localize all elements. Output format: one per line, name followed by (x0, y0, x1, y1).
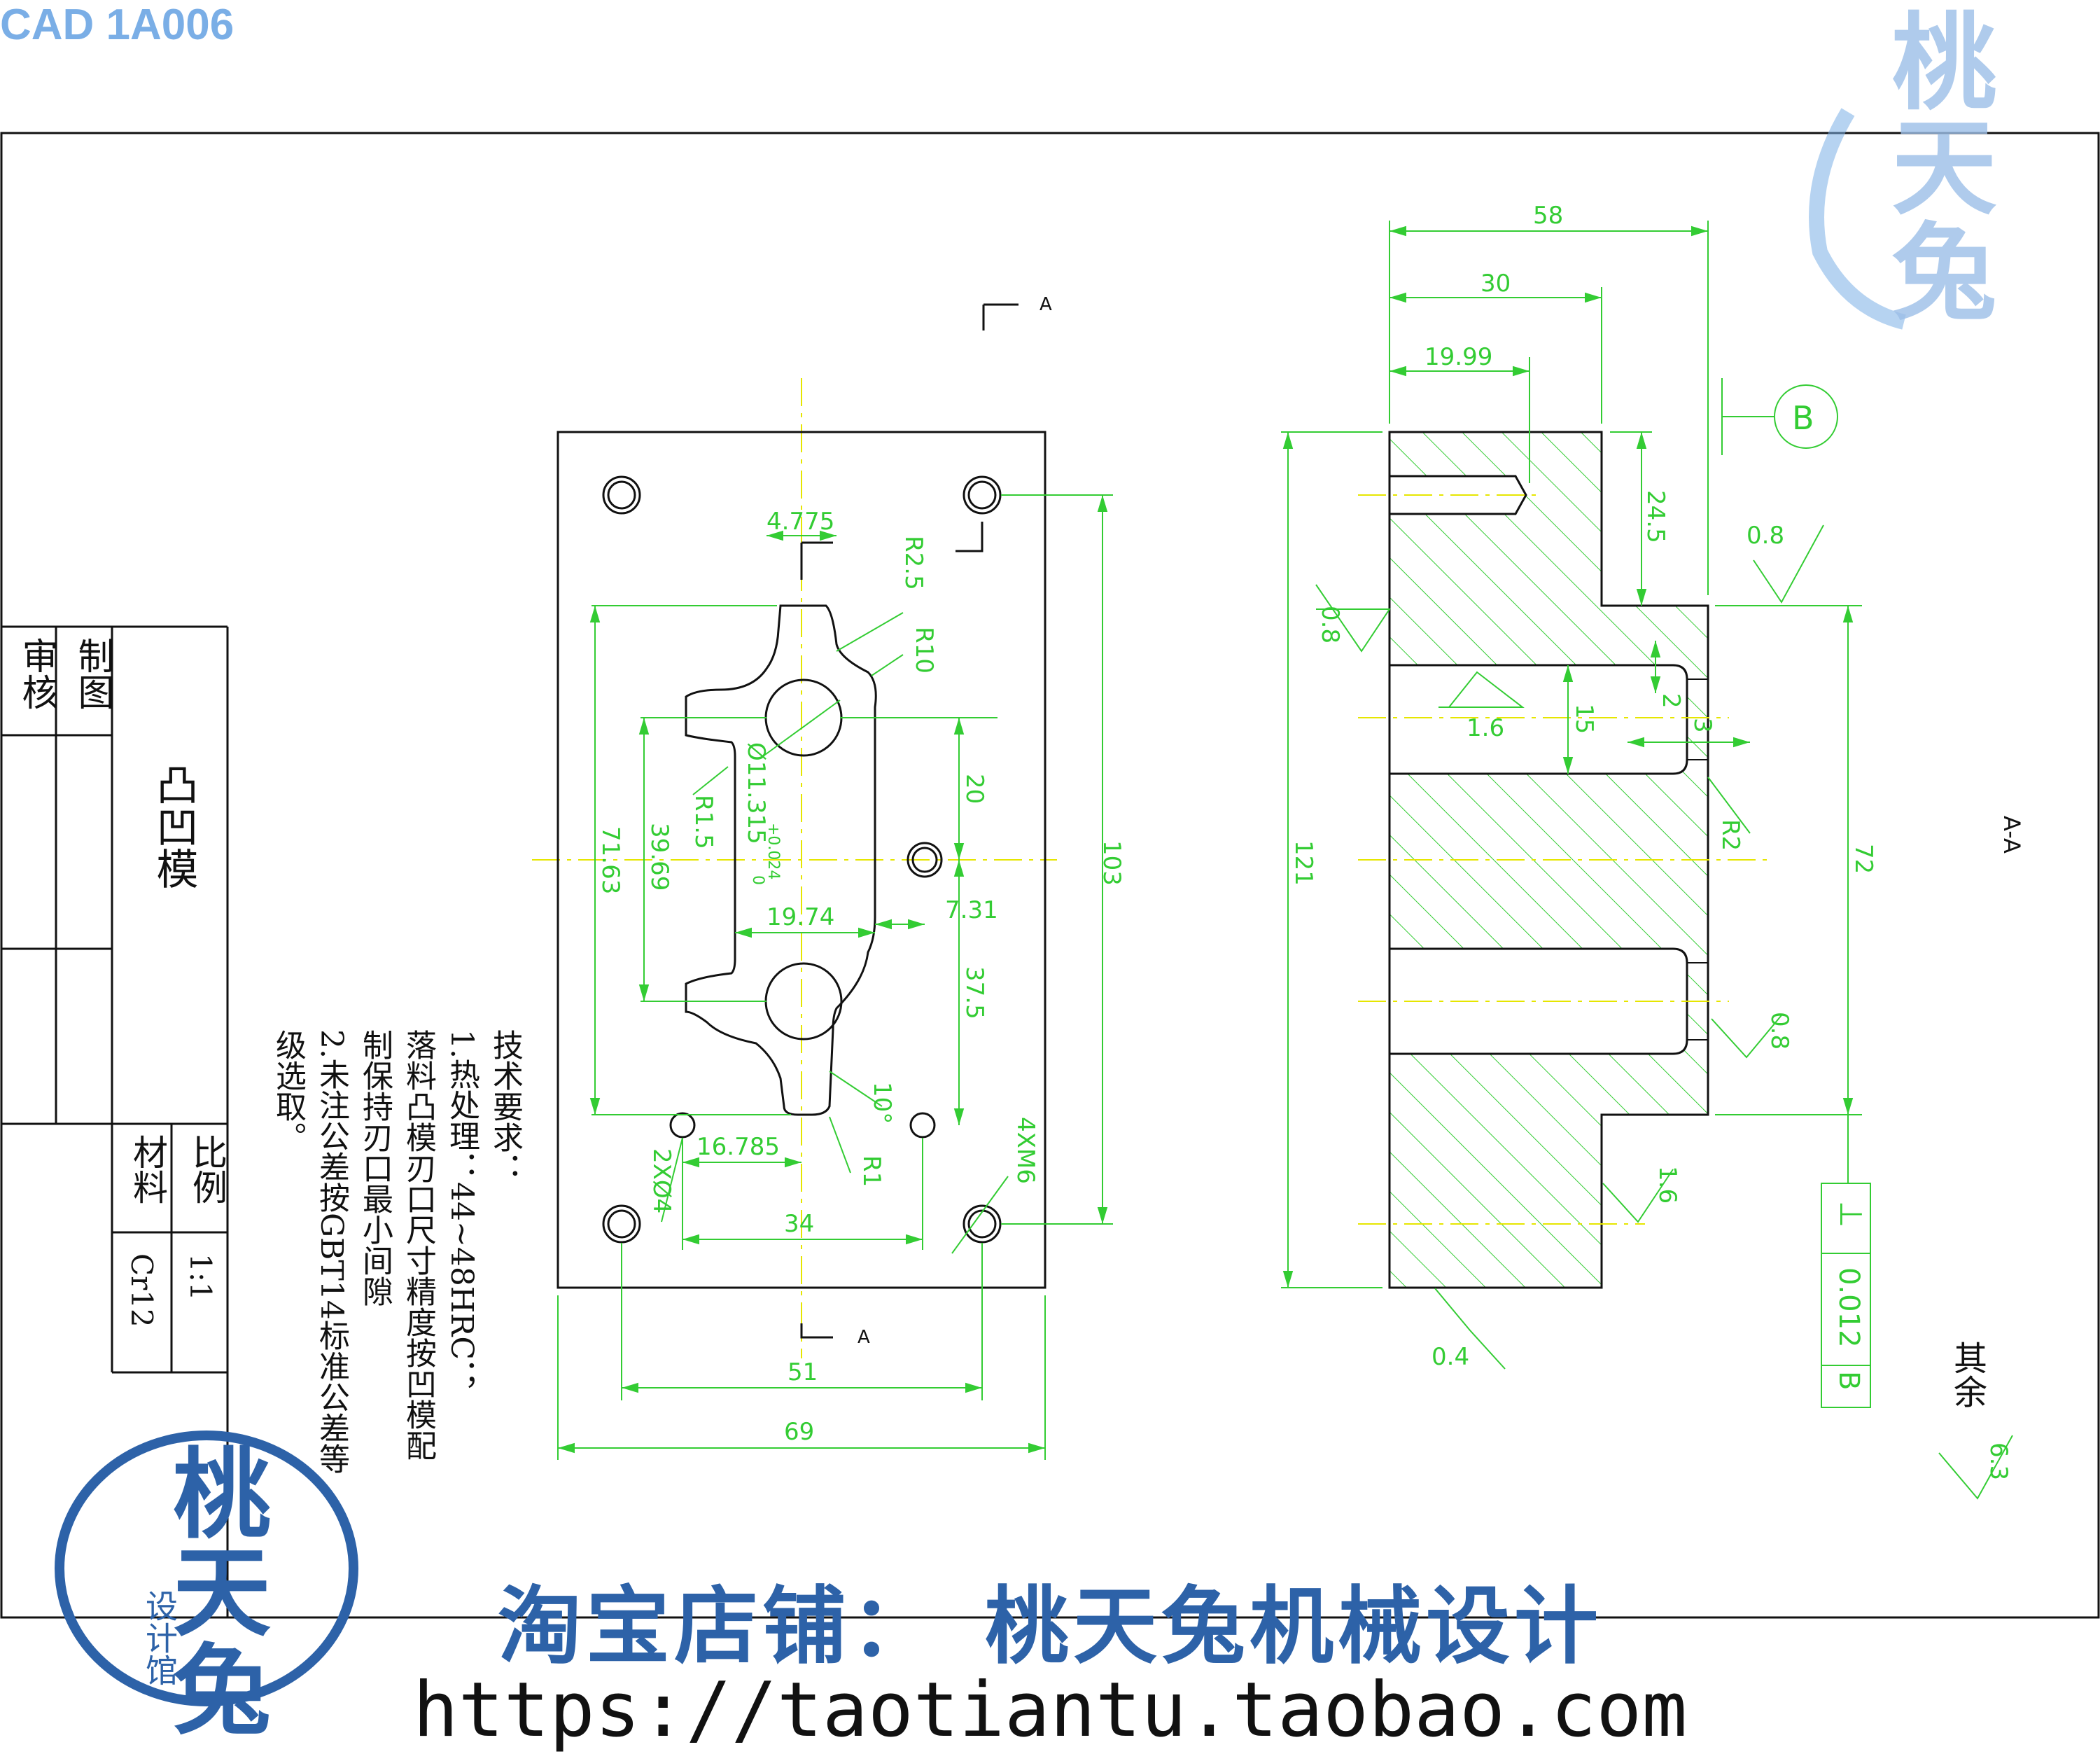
tech-req-line: 制保持刃口最小间隙 (357, 1029, 393, 1307)
dim-boss-offset: 7.31 (945, 896, 998, 924)
dim-offset-x: 16.785 (696, 1133, 780, 1161)
seal-bottom-left (55, 1431, 358, 1706)
watermark-top-right (1809, 108, 1906, 330)
tech-req-line: 落料凸模刃口尺寸精度按凹模配 (400, 1029, 436, 1461)
dim-inner-width: 19.74 (766, 903, 835, 931)
dim-hole-tol-low: 0 (749, 875, 766, 885)
tech-req-line: 级选取。 (270, 1029, 306, 1153)
dim-slot-width: 4.775 (766, 508, 835, 536)
datum-b: B (1792, 399, 1814, 437)
roughness-value: 0.8 (1316, 606, 1344, 644)
section-marker-top: A (1040, 294, 1052, 315)
watermark-text: 桃天兔 (1874, 7, 1997, 322)
title-part-name: 凸凹模 (149, 763, 198, 889)
dim-2: 2 (1657, 693, 1685, 709)
technical-requirements: 技术要求： 1.热处理：44~48HRC； 落料凸模刃口尺寸精度按凹模配 制保持… (266, 1029, 526, 1547)
dim-bore-15: 15 (1570, 704, 1598, 735)
title-material-value: Cr12 (125, 1253, 159, 1328)
dim-pitch-37-5: 37.5 (960, 966, 988, 1019)
roughness-value: 0.8 (1746, 522, 1785, 550)
dim-pin-holes: 2XØ4 (648, 1148, 676, 1214)
shop-url: https://taotiantu.taobao.com (412, 1666, 1688, 1754)
title-checked-label: 审核 (15, 637, 57, 710)
dim-angle: 10° (868, 1082, 896, 1125)
section-marker-bottom: A (858, 1327, 870, 1348)
sheet-border (0, 132, 2100, 1619)
dim-radius-r2-5: R2.5 (899, 536, 927, 590)
title-block (1, 625, 229, 1617)
title-scale-value: 1:1 (183, 1253, 218, 1301)
roughness-value: 1.6 (1653, 1166, 1681, 1204)
tech-req-line: 1.热处理：44~48HRC； (444, 1029, 479, 1391)
dim-width-step: 30 (1480, 270, 1511, 298)
dim-hole-dia: Ø11.315 (742, 742, 770, 844)
dim-width-total: 58 (1533, 202, 1564, 230)
roughness-value: 1.6 (1466, 714, 1505, 742)
dim-threads: 4XM6 (1011, 1117, 1040, 1184)
dim-pin-pitch-x: 34 (784, 1210, 815, 1238)
front-view (532, 303, 1113, 1460)
seal-text: 桃天兔 (156, 1442, 271, 1736)
other-roughness-label: 其余 (1947, 1341, 1987, 1408)
tech-req-line: 技术要求： (487, 1029, 523, 1183)
roughness-value: 0.8 (1765, 1012, 1793, 1050)
dim-3: 3 (1688, 718, 1716, 733)
plate-outline (556, 431, 1046, 1289)
title-scale-label: 比例 (187, 1134, 227, 1204)
title-drawn-label: 制图 (71, 637, 113, 710)
dim-height-72: 72 (1849, 844, 1877, 875)
perpendicularity-datum: B (1833, 1371, 1865, 1391)
other-roughness-value: 6.3 (1984, 1442, 2012, 1481)
dim-step-height: 24.5 (1642, 490, 1670, 543)
dim-radius-r1-5: R1.5 (690, 795, 718, 849)
corner-holes (602, 475, 1002, 1244)
dim-radius-r1: R1 (858, 1155, 886, 1188)
title-material-label: 材料 (127, 1134, 168, 1204)
section-view-label: A-A (1998, 816, 2025, 854)
seal-subtext: 设计馆 (141, 1589, 178, 1686)
perpendicularity-symbol: ⊥ (1833, 1201, 1868, 1228)
dim-height-profile: 71.63 (596, 826, 624, 895)
perpendicularity-tolerance: 0.012 (1833, 1267, 1865, 1348)
section-view (1281, 221, 2013, 1500)
dim-total-height: 121 (1289, 840, 1317, 886)
drawing-code: CAD 1A006 (0, 1, 234, 49)
dim-height-outer: 103 (1098, 840, 1126, 886)
dim-height-inner: 39.69 (645, 823, 673, 891)
dim-hole-tol: +0.024 (764, 823, 782, 880)
tech-req-line: 2.未注公差按GBT14标准公差等 (314, 1029, 349, 1474)
dim-hole-pitch-x: 51 (788, 1358, 818, 1386)
roughness-value: 0.4 (1432, 1343, 1470, 1371)
dim-radius-r10: R10 (910, 627, 938, 674)
dim-radius-r2: R2 (1716, 819, 1744, 851)
dim-pitch-20: 20 (960, 774, 988, 805)
punch-profile (685, 604, 877, 1116)
shop-name: 淘宝店铺： 桃天兔机械设计 (498, 1577, 1602, 1676)
dim-total-width: 69 (784, 1418, 815, 1446)
dim-depth-hole: 19.99 (1424, 343, 1493, 371)
